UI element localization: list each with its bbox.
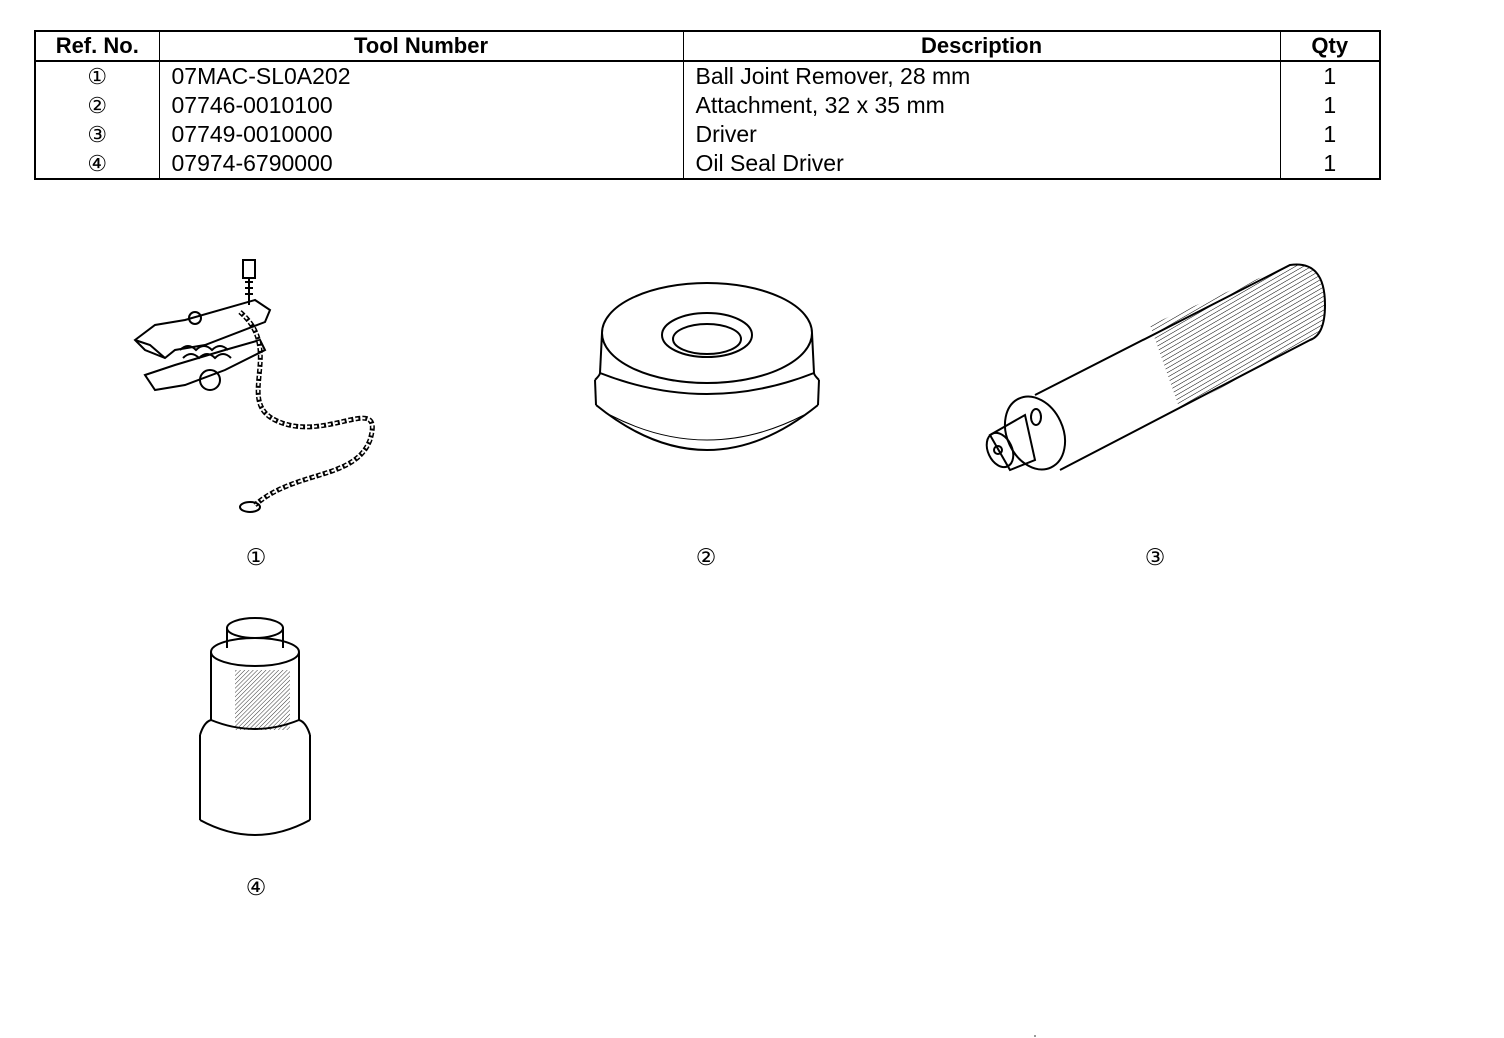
attachment-illustration bbox=[590, 265, 830, 475]
special-tools-table: Ref. No. Tool Number Description Qty ① 0… bbox=[34, 30, 1381, 180]
table-row: ③ 07749-0010000 Driver 1 bbox=[34, 120, 1381, 149]
tool-number-cell: 07746-0010100 bbox=[158, 91, 684, 120]
tool-number-cell: 07974-6790000 bbox=[158, 149, 684, 179]
description-cell: Attachment, 32 x 35 mm bbox=[682, 91, 1281, 120]
qty-cell: 1 bbox=[1279, 120, 1381, 149]
qty-cell: 1 bbox=[1279, 91, 1381, 120]
qty-cell: 1 bbox=[1279, 149, 1381, 179]
ref-cell: ④ bbox=[34, 149, 160, 179]
ref-cell: ③ bbox=[34, 120, 160, 149]
table-header-row: Ref. No. Tool Number Description Qty bbox=[34, 30, 1381, 62]
header-description: Description bbox=[682, 30, 1281, 62]
header-qty: Qty bbox=[1279, 30, 1381, 62]
figure-3-label: ③ bbox=[1144, 544, 1166, 570]
header-tool-number: Tool Number bbox=[158, 30, 684, 62]
description-cell: Oil Seal Driver bbox=[682, 149, 1281, 179]
ref-cell: ① bbox=[34, 61, 160, 91]
oil-seal-driver-illustration bbox=[190, 610, 320, 845]
figure-2-label: ② bbox=[695, 544, 717, 570]
ref-cell: ② bbox=[34, 91, 160, 120]
description-cell: Ball Joint Remover, 28 mm bbox=[682, 61, 1281, 91]
table-row: ① 07MAC-SL0A202 Ball Joint Remover, 28 m… bbox=[34, 61, 1381, 91]
qty-cell: 1 bbox=[1279, 61, 1381, 91]
table-row: ④ 07974-6790000 Oil Seal Driver 1 bbox=[34, 149, 1381, 179]
figure-1-label: ① bbox=[245, 544, 267, 570]
tool-number-cell: 07749-0010000 bbox=[158, 120, 684, 149]
driver-illustration bbox=[980, 245, 1340, 485]
header-ref-no: Ref. No. bbox=[34, 30, 160, 62]
figure-4-label: ④ bbox=[245, 874, 267, 900]
table-row: ② 07746-0010100 Attachment, 32 x 35 mm 1 bbox=[34, 91, 1381, 120]
tool-number-cell: 07MAC-SL0A202 bbox=[158, 61, 684, 91]
ball-joint-remover-illustration bbox=[125, 250, 395, 520]
scan-speck bbox=[1034, 1035, 1036, 1037]
description-cell: Driver bbox=[682, 120, 1281, 149]
